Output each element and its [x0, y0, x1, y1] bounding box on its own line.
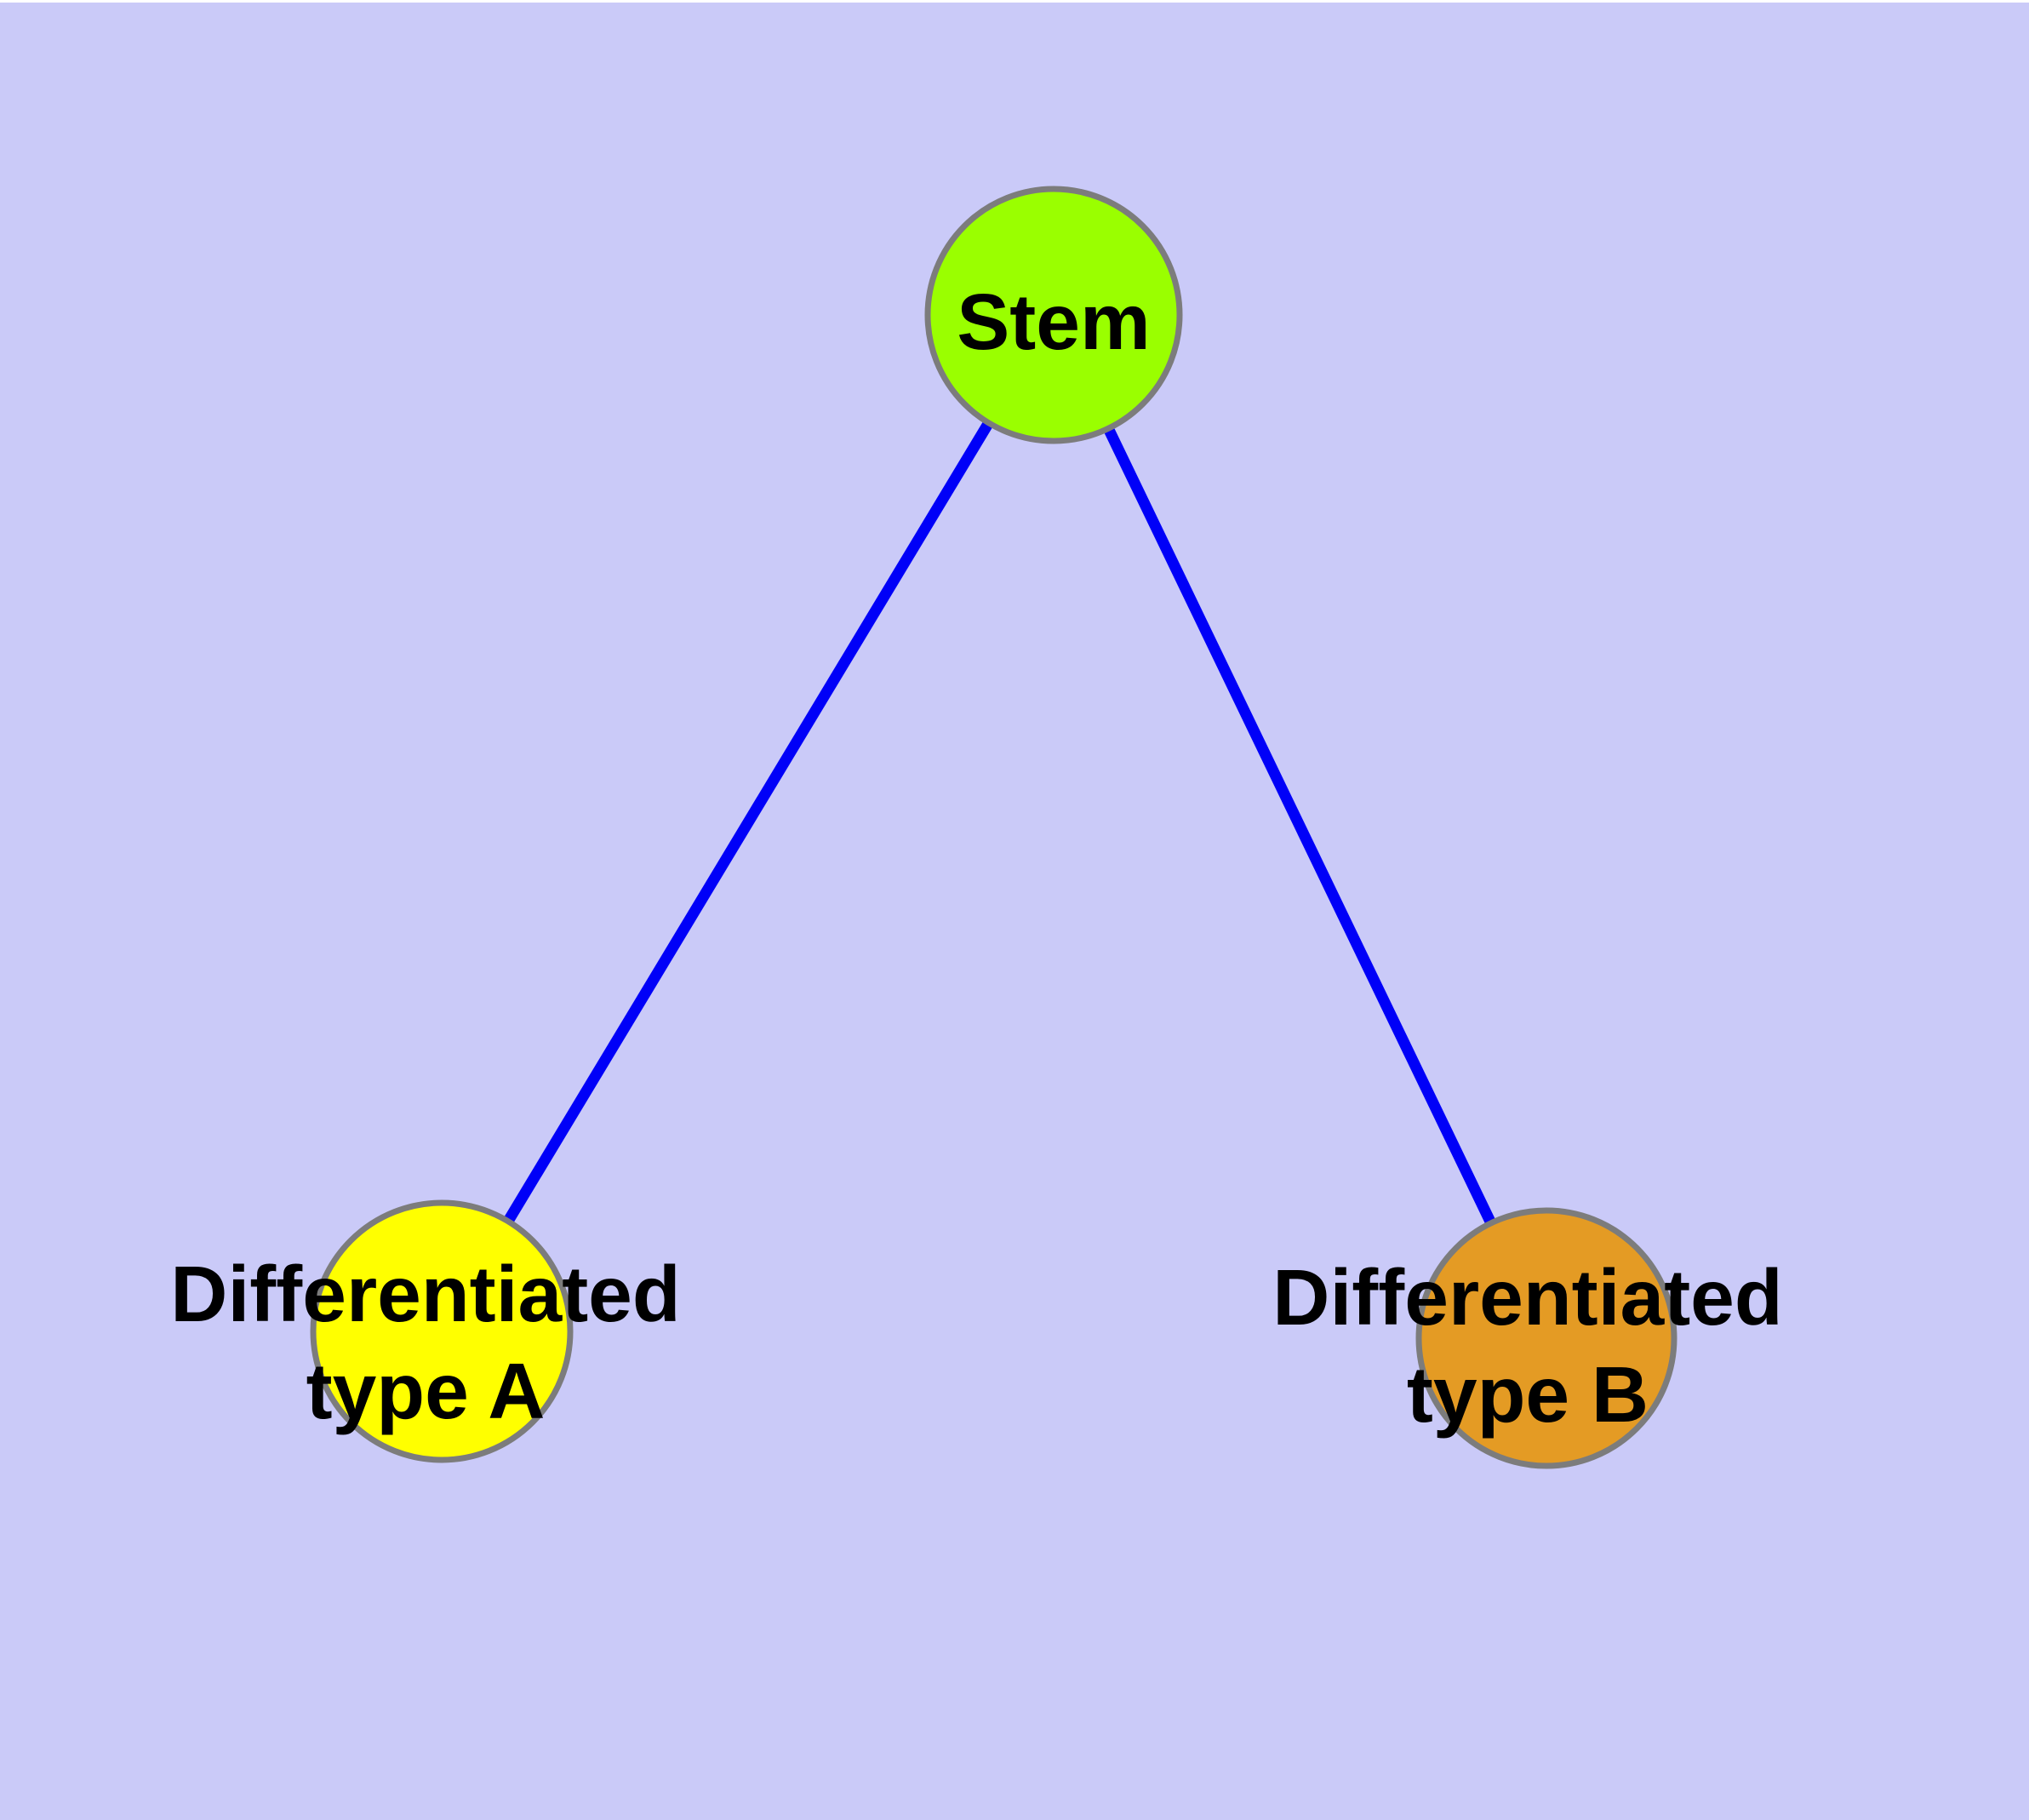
top-edge-strip [0, 0, 2029, 3]
edge-stem-to-type-a[interactable] [437, 312, 1059, 1335]
node-differentiated-type-b: Differentiated type B [1272, 1207, 1783, 1469]
node-differentiated-type-a-label-line2: type A [306, 1347, 546, 1435]
node-differentiated-type-a: Differentiated type A [170, 1199, 681, 1463]
node-differentiated-type-b-circle[interactable] [1415, 1207, 1677, 1469]
node-stem-label: Stem [957, 278, 1150, 366]
node-stem: Stem [924, 186, 1183, 444]
edge-stem-to-type-b[interactable] [1049, 312, 1552, 1341]
node-stem-circle[interactable] [924, 186, 1183, 444]
edges [437, 312, 1552, 1341]
node-differentiated-type-b-label-line1: Differentiated [1272, 1253, 1782, 1342]
node-differentiated-type-b-label-line2: type B [1407, 1350, 1649, 1439]
node-differentiated-type-a-label-line1: Differentiated [170, 1250, 680, 1338]
node-differentiated-type-a-circle[interactable] [310, 1199, 574, 1463]
